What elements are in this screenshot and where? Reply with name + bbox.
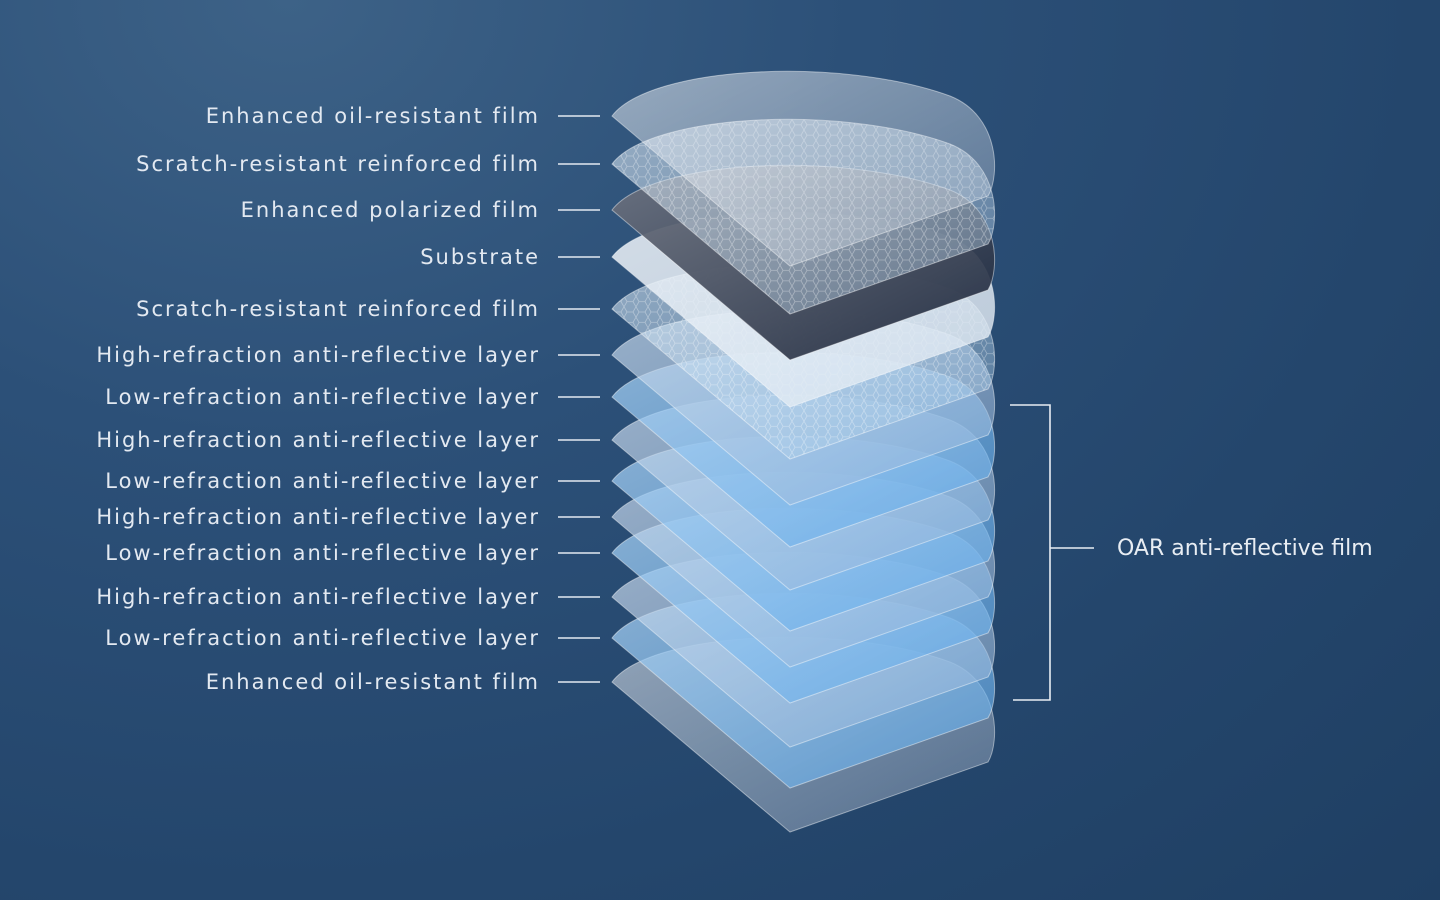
- layer-label: Low-refraction anti-reflective layer: [105, 385, 540, 409]
- layer-label: High-refraction anti-reflective layer: [96, 343, 540, 367]
- lens-layers-stack: [611, 70, 996, 833]
- layer-label: Enhanced polarized film: [241, 198, 540, 222]
- layer-label: Scratch-resistant reinforced film: [136, 297, 540, 321]
- oar-bracket: OAR anti-reflective film: [1010, 404, 1373, 701]
- layer-label: Scratch-resistant reinforced film: [136, 152, 540, 176]
- layer-label: Low-refraction anti-reflective layer: [105, 469, 540, 493]
- lens-layer-sheet: [611, 70, 996, 267]
- bracket-line: [1010, 404, 1094, 701]
- layer-label: Substrate: [420, 245, 540, 269]
- layer-label: Enhanced oil-resistant film: [206, 104, 540, 128]
- layer-labels: Enhanced oil-resistant filmScratch-resis…: [96, 104, 540, 694]
- oar-group-label: OAR anti-reflective film: [1117, 536, 1373, 561]
- layer-label: High-refraction anti-reflective layer: [96, 585, 540, 609]
- layer-label: Low-refraction anti-reflective layer: [105, 626, 540, 650]
- leader-lines: [558, 115, 600, 683]
- layer-label: Enhanced oil-resistant film: [206, 670, 540, 694]
- layer-label: High-refraction anti-reflective layer: [96, 505, 540, 529]
- layer-label: High-refraction anti-reflective layer: [96, 428, 540, 452]
- layer-label: Low-refraction anti-reflective layer: [105, 541, 540, 565]
